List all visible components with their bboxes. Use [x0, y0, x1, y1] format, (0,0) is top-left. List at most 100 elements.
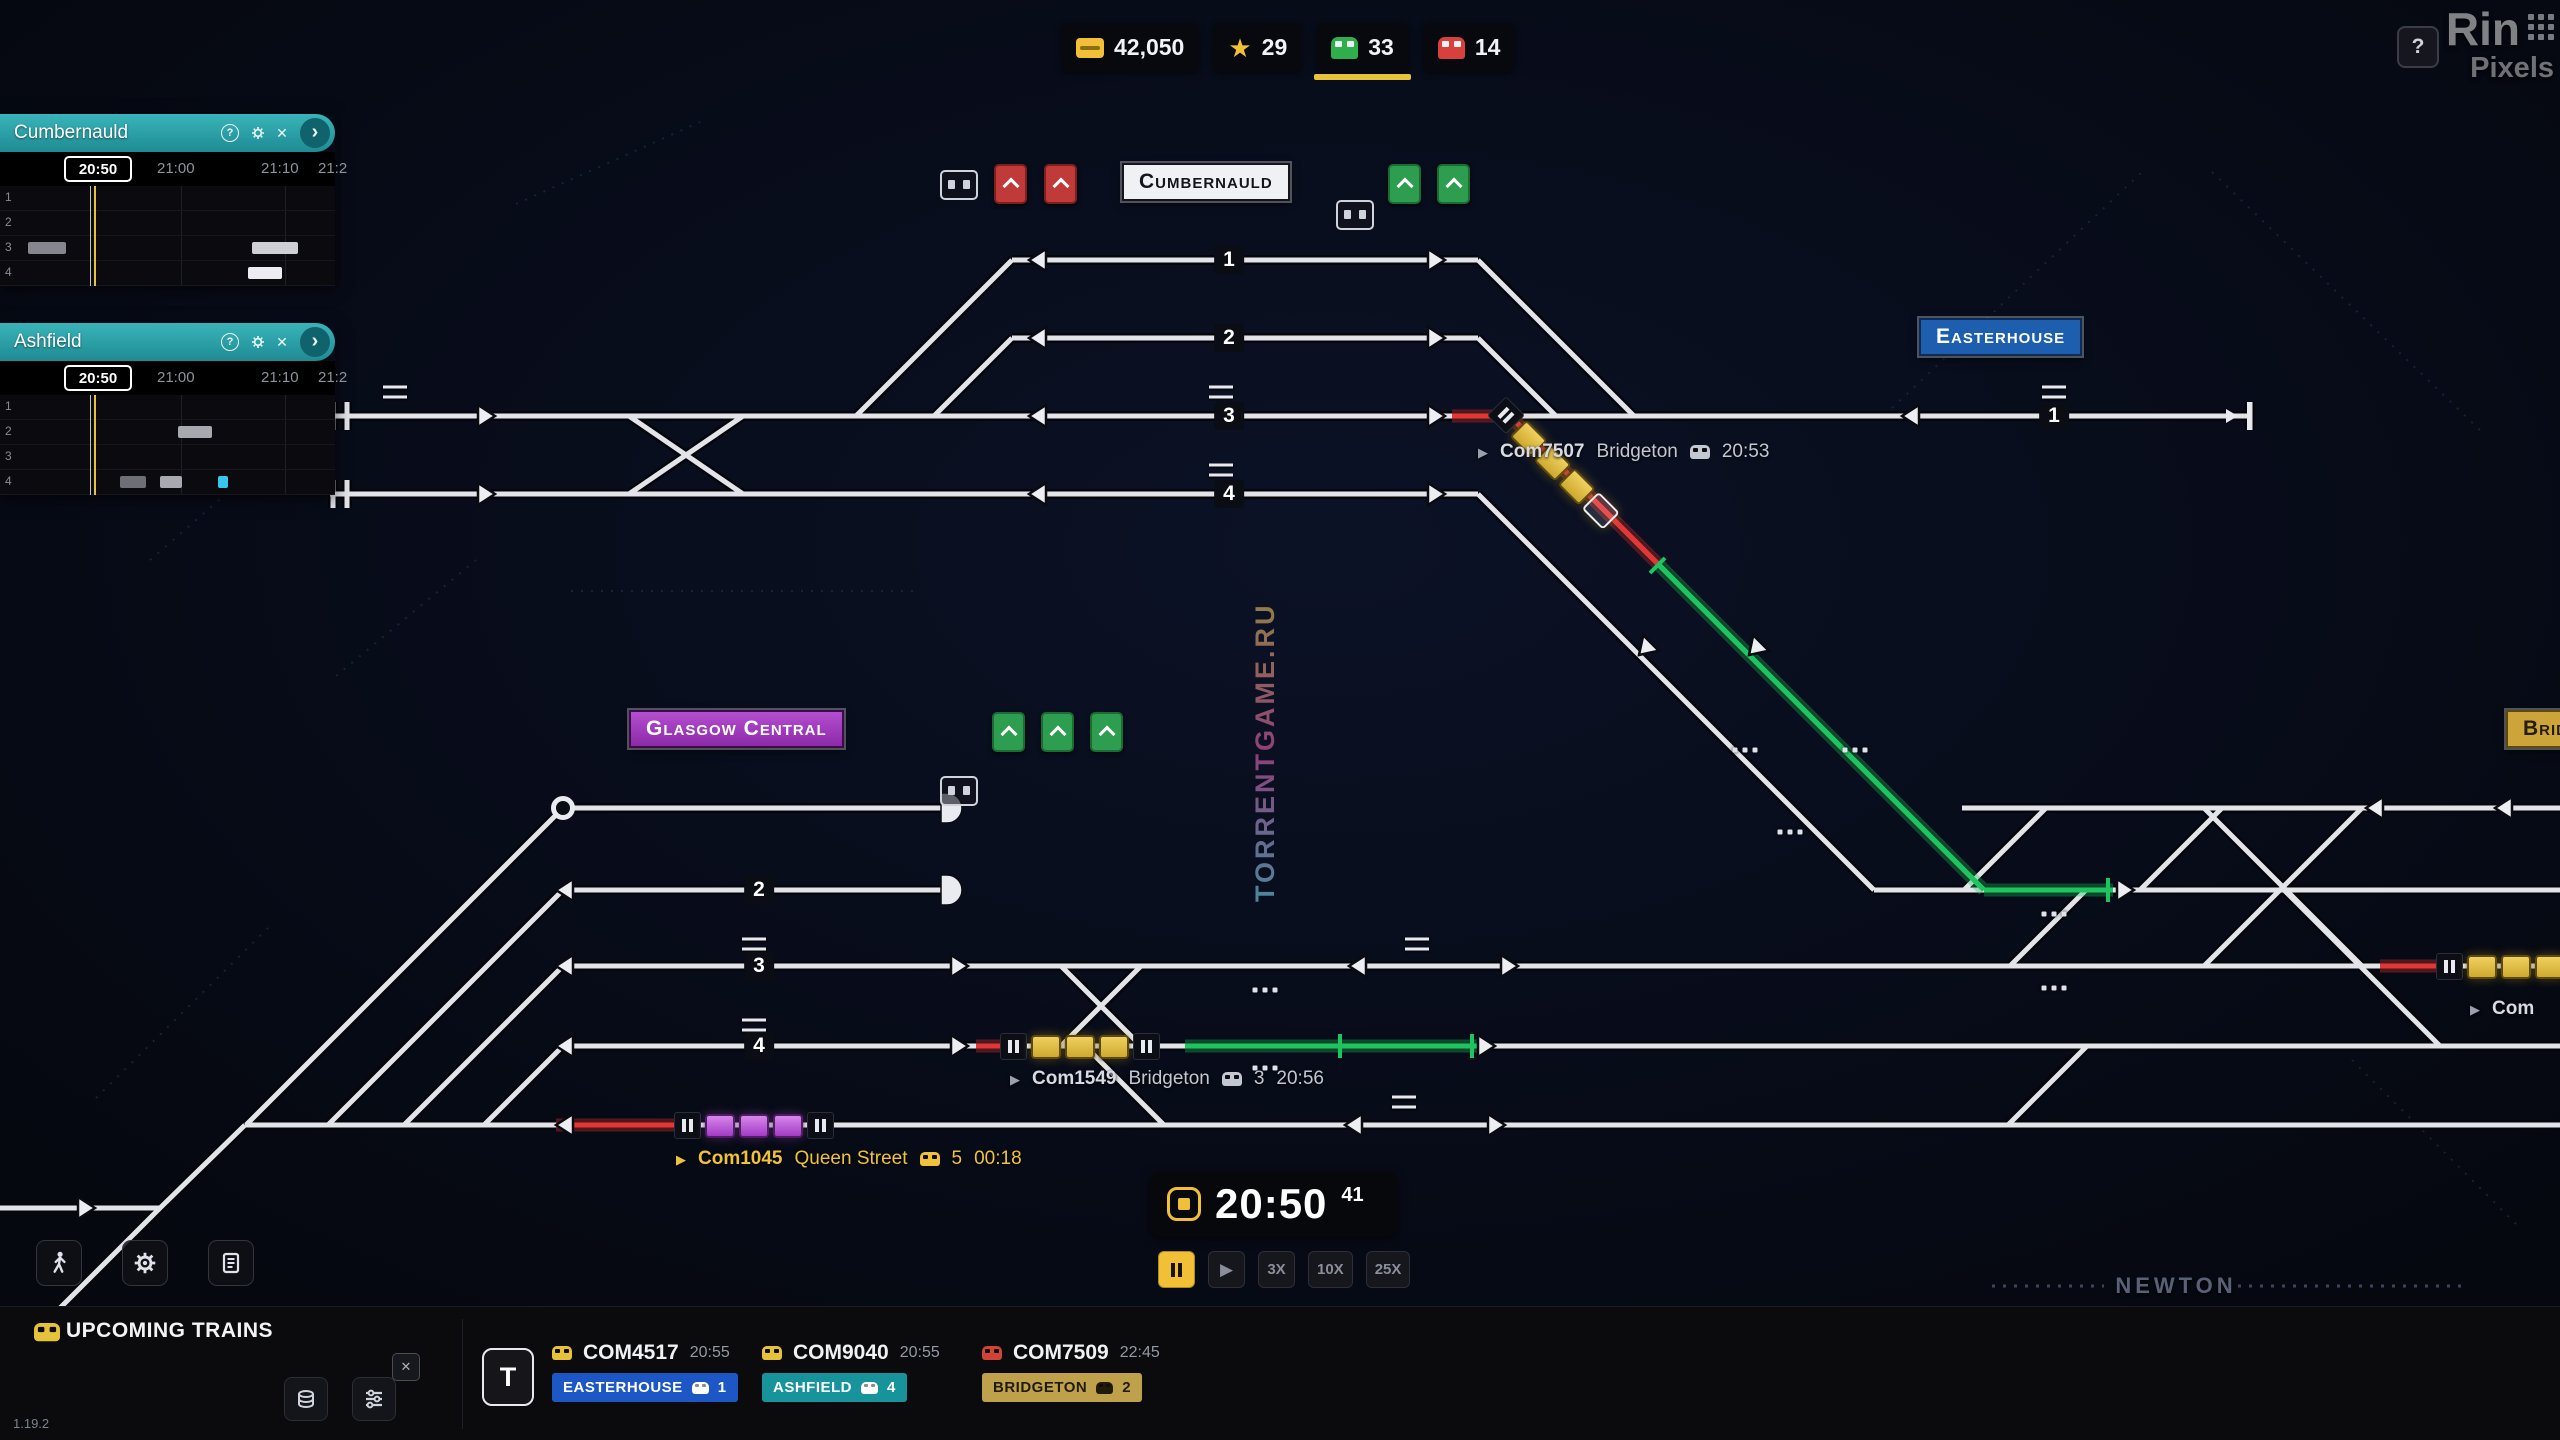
signal-diagonal[interactable]: [1631, 632, 1662, 663]
train-com1549[interactable]: [1000, 1033, 1160, 1060]
signal-left[interactable]: [553, 876, 575, 904]
expand-arrow-button[interactable]: ›: [300, 118, 330, 148]
station-label-cumbernauld[interactable]: Cumbernauld: [1122, 163, 1290, 201]
signal-right[interactable]: [476, 480, 498, 508]
close-button[interactable]: ✕: [392, 1353, 420, 1381]
platform-toggle-button[interactable]: [1090, 712, 1123, 752]
gear-icon[interactable]: [249, 333, 267, 351]
platform-toggle-button[interactable]: [1388, 164, 1421, 204]
arriving-trains-value: 14: [1474, 34, 1501, 60]
depot-icon[interactable]: [1336, 200, 1374, 230]
help-icon[interactable]: ?: [221, 124, 239, 142]
filter-settings-button[interactable]: [352, 1377, 396, 1421]
platform-toggle-button[interactable]: [992, 712, 1025, 752]
signal-left[interactable]: [2363, 794, 2385, 822]
signal-right[interactable]: [1426, 324, 1448, 352]
version-label: 1.19.2: [13, 1416, 50, 1431]
red-train-icon: [1437, 36, 1465, 59]
signal-left[interactable]: [553, 1111, 575, 1139]
signal-diagonal[interactable]: [1741, 632, 1772, 663]
signal-right[interactable]: [1486, 1111, 1508, 1139]
upcoming-train-entry[interactable]: COM9040 20:55 ASHFIELD 4: [762, 1341, 940, 1402]
signal-left[interactable]: [1026, 480, 1048, 508]
depot-icon[interactable]: [940, 776, 978, 806]
signal-left[interactable]: [1346, 952, 1368, 980]
panel-timeline-grid[interactable]: 1 2 3 4: [0, 186, 335, 286]
track-closed-marker[interactable]: [383, 385, 407, 399]
panel-title: Ashfield: [14, 331, 82, 352]
train-label[interactable]: Com: [2470, 998, 2534, 1020]
speed-10x-button[interactable]: 10X: [1308, 1251, 1353, 1288]
track-closed-marker[interactable]: [1209, 463, 1233, 477]
platform-toggle-button[interactable]: [994, 164, 1027, 204]
track-closed-marker[interactable]: [1392, 1095, 1416, 1109]
signal-left[interactable]: [553, 1032, 575, 1060]
train-car: [739, 1113, 769, 1138]
track-lines[interactable]: [0, 260, 2560, 1308]
speed-3x-button[interactable]: 3X: [1258, 1251, 1295, 1288]
occupancy-bar: [252, 242, 298, 254]
close-icon[interactable]: ✕: [276, 333, 288, 350]
track-closed-marker[interactable]: [2042, 385, 2066, 399]
signal-left[interactable]: [1026, 324, 1048, 352]
chevron-up-icon: [1002, 177, 1019, 195]
signal-left[interactable]: [553, 952, 575, 980]
help-button[interactable]: ?: [2397, 26, 2439, 68]
train-label[interactable]: Com7507 Bridgeton 20:53: [1478, 441, 1769, 463]
signal-left[interactable]: [1026, 402, 1048, 430]
platform-toggle-button[interactable]: [1044, 164, 1077, 204]
close-icon[interactable]: ✕: [276, 124, 288, 141]
signal-right[interactable]: [1426, 402, 1448, 430]
signal-right[interactable]: [2115, 876, 2137, 904]
running-trains-counter[interactable]: 33: [1314, 23, 1411, 80]
train-com1045[interactable]: [674, 1112, 834, 1139]
speed-25x-button[interactable]: 25X: [1365, 1251, 1411, 1288]
signal-left[interactable]: [1026, 246, 1048, 274]
play-button[interactable]: ▶: [1208, 1251, 1245, 1288]
pause-button[interactable]: [1158, 1251, 1195, 1288]
train-label[interactable]: Com1045 Queen Street 5 00:18: [676, 1148, 1022, 1170]
timeline-row: 1: [0, 395, 335, 420]
fee-filter-button[interactable]: [284, 1377, 328, 1421]
signal-right[interactable]: [76, 1194, 98, 1222]
signal-right[interactable]: [1426, 480, 1448, 508]
chevron-up-icon: [1049, 725, 1066, 743]
signal-right[interactable]: [476, 402, 498, 430]
station-label-easterhouse[interactable]: Easterhouse: [1919, 318, 2083, 356]
arriving-trains-counter[interactable]: 14: [1422, 23, 1516, 72]
track-closed-marker[interactable]: [1209, 385, 1233, 399]
signal-left[interactable]: [1342, 1111, 1364, 1139]
train-label[interactable]: Com1549 Bridgeton 3 20:56: [1010, 1068, 1324, 1090]
station-label-glasgow-central[interactable]: Glasgow Central: [629, 710, 844, 748]
settings-button[interactable]: [122, 1240, 168, 1286]
signal-right[interactable]: [949, 1032, 971, 1060]
upcoming-train-entry[interactable]: COM4517 20:55 EASTERHOUSE 1: [552, 1341, 738, 1402]
track-closed-marker[interactable]: [1405, 937, 1429, 951]
track-closed-marker[interactable]: [742, 1018, 766, 1032]
panel-header[interactable]: Ashfield ? ✕ ›: [0, 323, 335, 361]
train-right-edge[interactable]: [2436, 953, 2560, 980]
gear-icon[interactable]: [249, 124, 267, 142]
passengers-button[interactable]: [36, 1240, 82, 1286]
expand-arrow-button[interactable]: ›: [300, 327, 330, 357]
track-closed-marker[interactable]: [742, 937, 766, 951]
signal-right[interactable]: [1499, 952, 1521, 980]
panel-header[interactable]: Cumbernauld ? ✕ ›: [0, 114, 335, 152]
signal-right[interactable]: [949, 952, 971, 980]
depot-icon[interactable]: [940, 170, 978, 200]
help-icon[interactable]: ?: [221, 333, 239, 351]
upcoming-train-entry[interactable]: COM7509 22:45 BRIDGETON 2: [982, 1341, 1160, 1402]
log-button[interactable]: [208, 1240, 254, 1286]
terminal-filter-button[interactable]: T: [482, 1348, 534, 1406]
destination-badge: ASHFIELD 4: [762, 1373, 907, 1402]
platform-toggle-button[interactable]: [1041, 712, 1074, 752]
signal-right[interactable]: [1476, 1032, 1498, 1060]
signal-left[interactable]: [2492, 794, 2514, 822]
track-buffers: [551, 402, 2251, 906]
current-time-badge: 20:50: [64, 156, 132, 182]
signal-left[interactable]: [1899, 402, 1921, 430]
platform-toggle-button[interactable]: [1437, 164, 1470, 204]
panel-timeline-grid[interactable]: 1 2 3 4: [0, 395, 335, 495]
signal-right[interactable]: [1426, 246, 1448, 274]
station-label-bridgeton[interactable]: Brid: [2506, 710, 2560, 748]
